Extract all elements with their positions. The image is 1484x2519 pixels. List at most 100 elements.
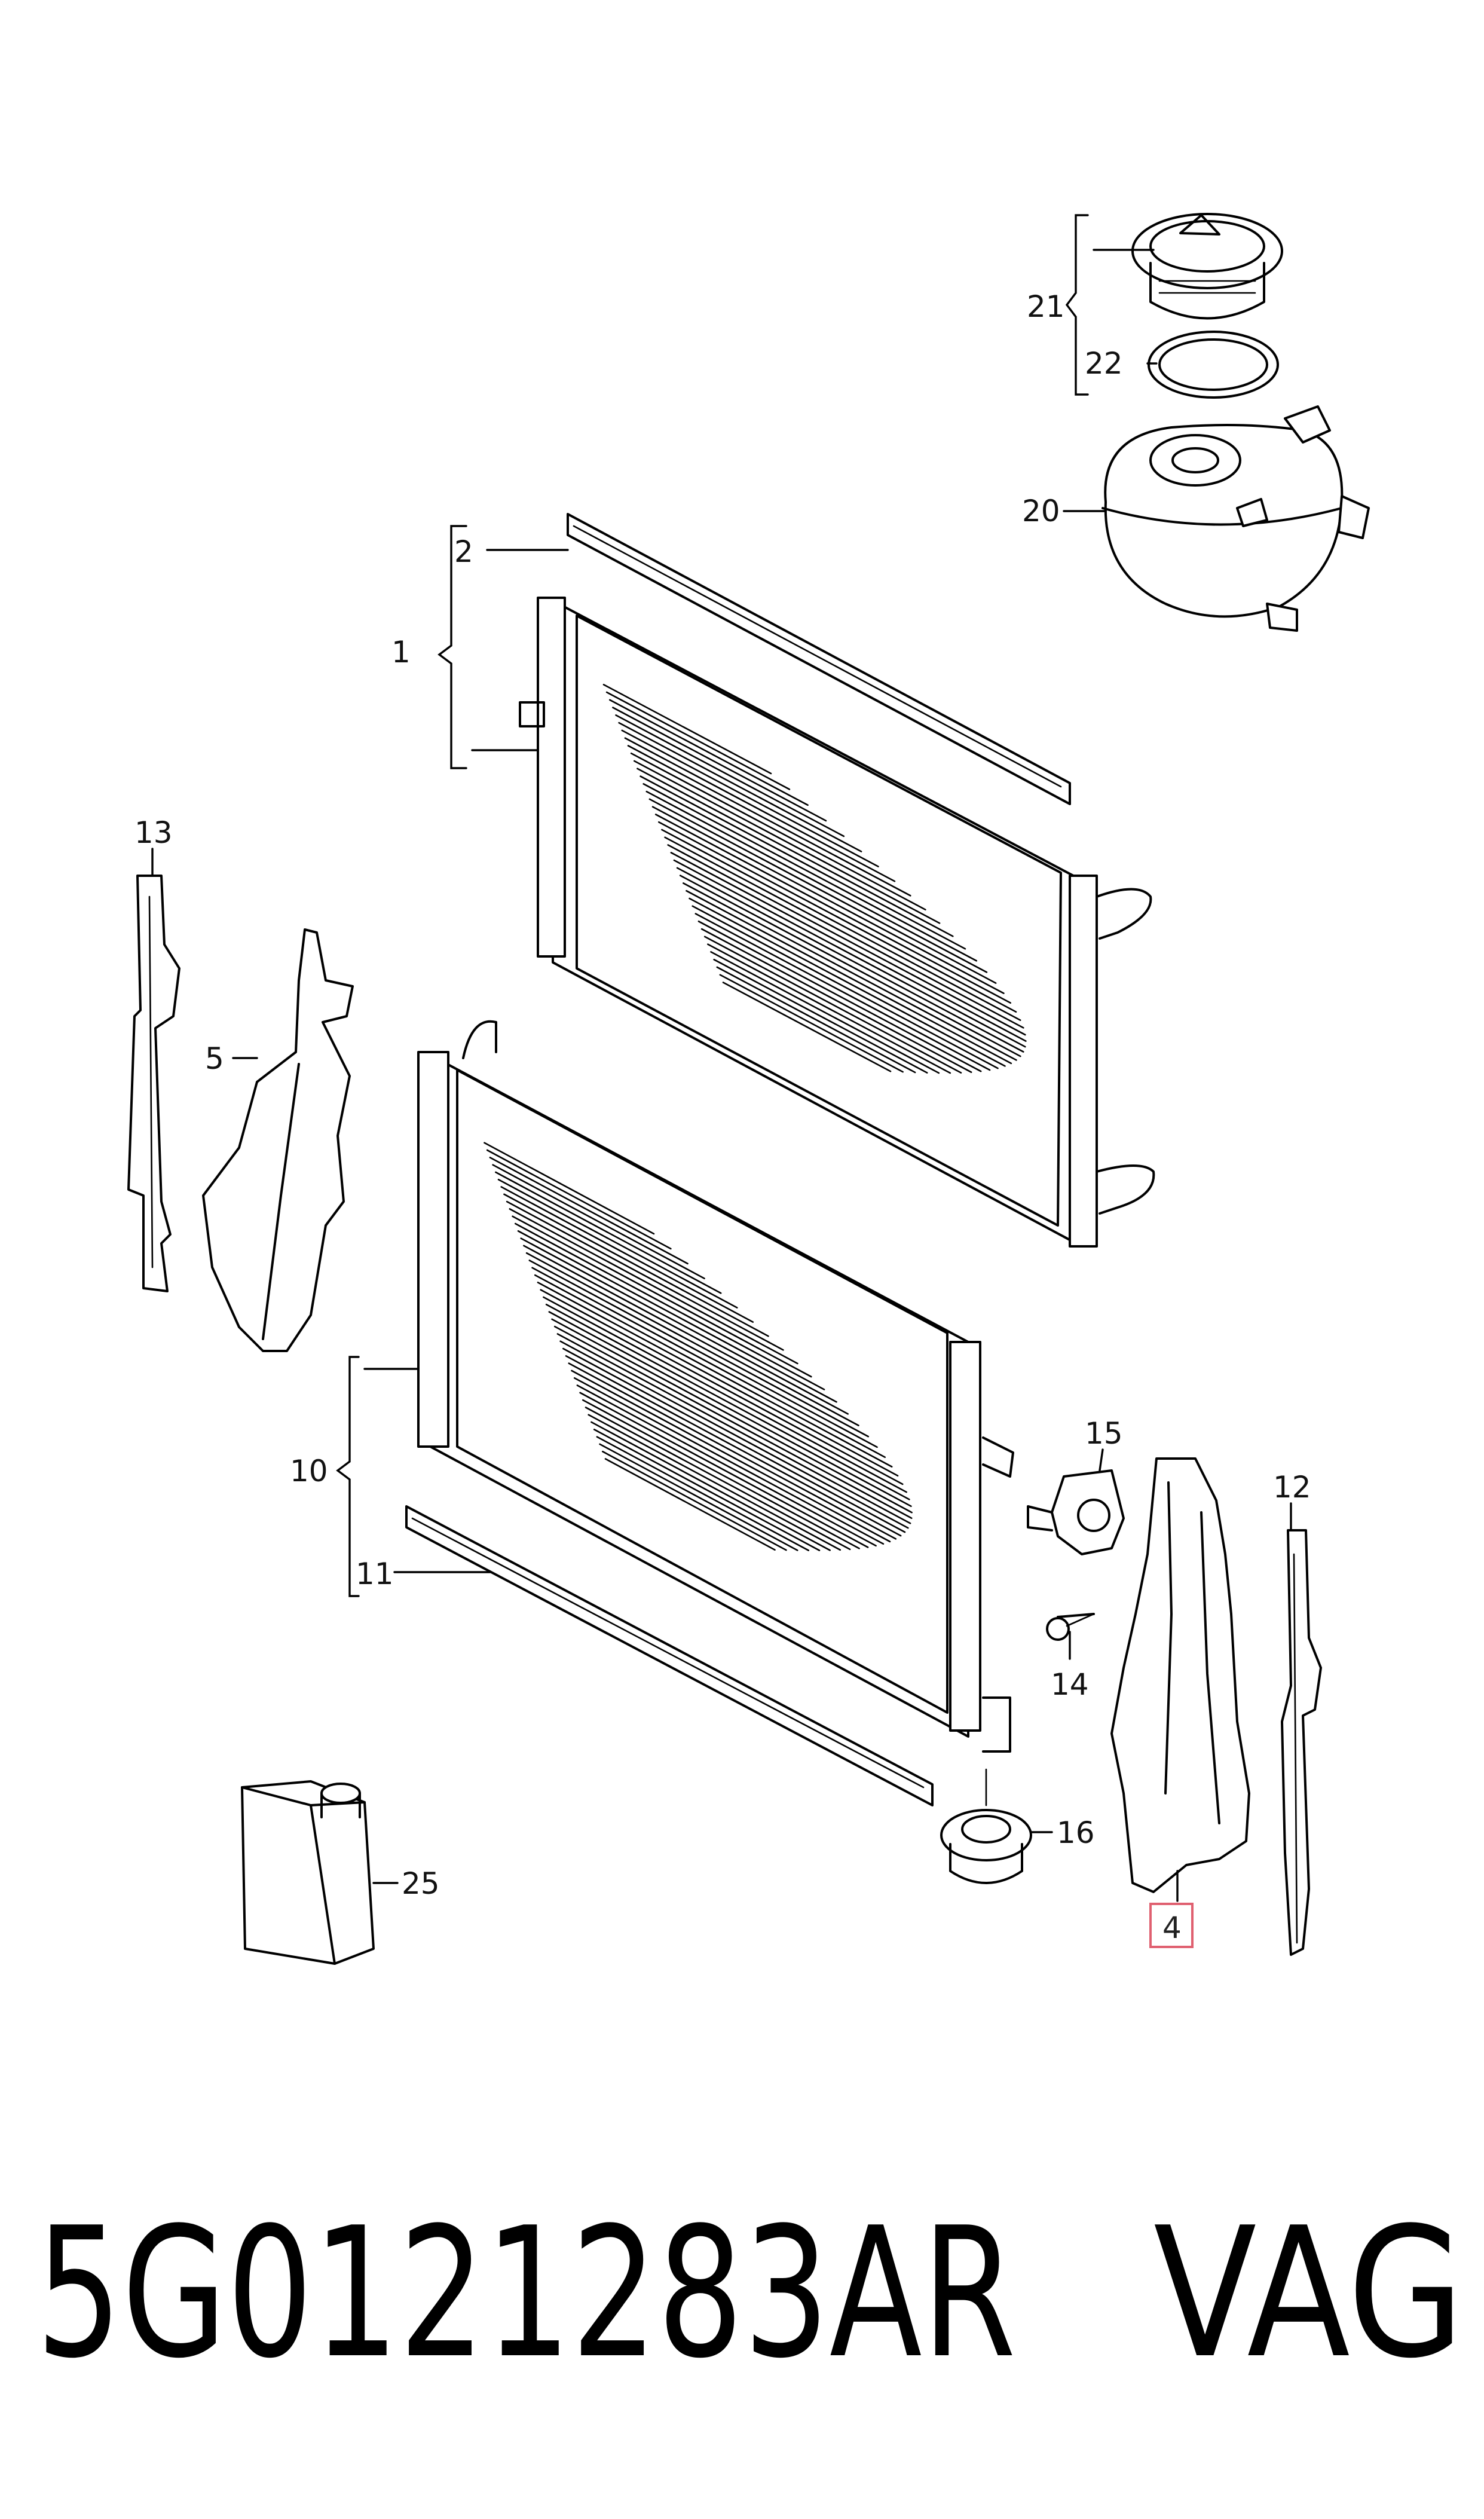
fin-line bbox=[686, 889, 1012, 1065]
fin-line bbox=[707, 943, 951, 1074]
fin-line bbox=[495, 1171, 722, 1294]
callout-10: 10 bbox=[290, 1454, 328, 1488]
fin-line bbox=[573, 1377, 885, 1545]
fin-line bbox=[565, 1355, 902, 1537]
fin-line bbox=[512, 1215, 812, 1378]
fin-line bbox=[722, 982, 892, 1072]
fin-line bbox=[593, 1429, 821, 1551]
fin-line bbox=[630, 752, 926, 911]
bolt-part-14 bbox=[1046, 1613, 1095, 1641]
fin-line bbox=[582, 1399, 860, 1549]
fin-line bbox=[543, 1296, 907, 1493]
fin-line bbox=[697, 920, 982, 1072]
fin-line bbox=[624, 737, 896, 882]
fin-line bbox=[506, 1200, 784, 1351]
fin-line bbox=[602, 683, 772, 775]
fin-line bbox=[710, 951, 940, 1074]
fin-line bbox=[676, 867, 1024, 1053]
fin-line bbox=[670, 852, 1027, 1042]
fin-line bbox=[486, 1149, 672, 1250]
coolant-cap bbox=[1131, 213, 1283, 320]
o-ring-seal bbox=[1148, 331, 1279, 399]
air-guide-right-inner bbox=[1110, 1457, 1250, 1893]
fin-line bbox=[627, 745, 911, 897]
fin-line bbox=[553, 1325, 913, 1520]
fin-line bbox=[590, 1421, 831, 1551]
callout-25: 25 bbox=[402, 1866, 440, 1901]
callout-5: 5 bbox=[205, 1041, 224, 1076]
fin-line bbox=[719, 974, 904, 1073]
fin-line bbox=[523, 1245, 859, 1426]
fin-line bbox=[500, 1186, 754, 1323]
leader-lines bbox=[151, 214, 1292, 1902]
fin-line bbox=[608, 699, 809, 806]
fin-line bbox=[537, 1282, 899, 1477]
fin-line bbox=[679, 875, 1021, 1057]
callout-4-highlighted: 4 bbox=[1162, 1910, 1182, 1945]
grommet-part-16 bbox=[940, 1768, 1032, 1884]
callout-16: 16 bbox=[1057, 1815, 1095, 1850]
fin-line bbox=[651, 806, 1005, 994]
fin-line bbox=[618, 722, 862, 852]
air-guide-left-inner bbox=[202, 928, 354, 1352]
callout-14: 14 bbox=[1051, 1667, 1089, 1702]
fin-line bbox=[528, 1260, 878, 1448]
fin-line bbox=[654, 814, 1012, 1004]
upper-radiator bbox=[519, 597, 1155, 1248]
fin-line bbox=[492, 1164, 705, 1280]
callout-22: 22 bbox=[1085, 346, 1123, 381]
air-guide-left-outer bbox=[127, 875, 180, 1292]
callout-labels: 21 22 20 2 1 13 5 10 11 15 14 16 25 12 4 bbox=[134, 289, 1311, 1948]
expansion-tank bbox=[1101, 405, 1370, 632]
bracket-part-15 bbox=[1027, 1469, 1125, 1555]
fin-line bbox=[661, 829, 1021, 1021]
lower-radiator bbox=[417, 1020, 1014, 1753]
callout-21: 21 bbox=[1027, 289, 1065, 324]
fin-line bbox=[571, 1369, 891, 1543]
fin-line bbox=[588, 1414, 842, 1551]
fin-line bbox=[576, 1384, 877, 1547]
fin-line bbox=[612, 707, 827, 822]
lower-radiator-fins bbox=[484, 1142, 913, 1551]
fin-line bbox=[562, 1347, 906, 1533]
fin-line bbox=[633, 760, 941, 924]
fin-line bbox=[615, 714, 845, 837]
fin-line bbox=[599, 1443, 798, 1551]
fin-line bbox=[484, 1142, 655, 1235]
fin-line bbox=[621, 729, 879, 867]
fin-line bbox=[556, 1333, 911, 1524]
fin-line bbox=[515, 1222, 825, 1390]
fin-line bbox=[637, 768, 954, 937]
fin-line bbox=[605, 691, 791, 790]
fin-line bbox=[673, 859, 1026, 1048]
fin-line bbox=[585, 1407, 851, 1551]
air-guide-right-outer bbox=[1281, 1529, 1322, 1956]
fin-line bbox=[716, 966, 916, 1074]
fin-line bbox=[689, 897, 1006, 1067]
fin-line bbox=[579, 1392, 869, 1548]
fin-line bbox=[525, 1252, 870, 1438]
fin-line bbox=[694, 913, 991, 1071]
fin-line bbox=[568, 1362, 897, 1540]
callout-11: 11 bbox=[356, 1557, 394, 1591]
callout-12: 12 bbox=[1273, 1470, 1311, 1505]
fin-line bbox=[683, 882, 1017, 1061]
fin-line bbox=[601, 1450, 787, 1551]
lower-radiator-seal-strip bbox=[405, 1505, 934, 1806]
fin-line bbox=[559, 1340, 909, 1529]
fin-line bbox=[658, 821, 1017, 1013]
fin-line bbox=[648, 798, 997, 984]
fin-line bbox=[489, 1157, 689, 1265]
fin-line bbox=[551, 1318, 913, 1514]
fin-line bbox=[545, 1303, 910, 1500]
fin-line bbox=[540, 1289, 904, 1485]
fin-line bbox=[664, 836, 1024, 1029]
fin-line bbox=[517, 1230, 837, 1403]
coolant-canister-part-25 bbox=[241, 1780, 375, 1965]
callout-20: 20 bbox=[1022, 494, 1060, 528]
callout-13: 13 bbox=[134, 815, 173, 850]
highlight-box-4 bbox=[1149, 1903, 1194, 1948]
fin-line bbox=[667, 844, 1026, 1036]
fin-line bbox=[534, 1274, 893, 1468]
